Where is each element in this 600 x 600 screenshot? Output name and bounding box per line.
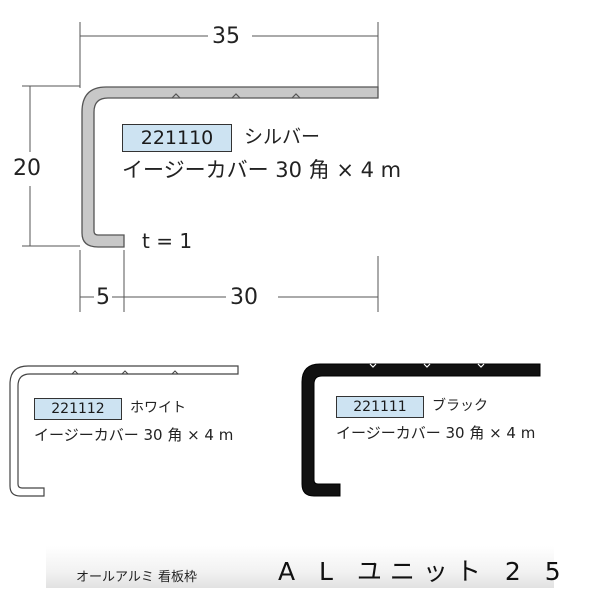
footer-title: A L ユニット 2 5 bbox=[278, 557, 569, 586]
white-profile bbox=[9, 365, 239, 497]
footer-band bbox=[46, 546, 554, 588]
product-code-black: 221111 bbox=[336, 396, 424, 418]
thickness-label: t = 1 bbox=[142, 229, 193, 253]
silver-grooves bbox=[171, 93, 301, 99]
dim-lip-label: 5 bbox=[96, 285, 110, 310]
black-grooves bbox=[369, 363, 485, 368]
silver-profile bbox=[81, 86, 379, 248]
color-name-black: ブラック bbox=[432, 398, 488, 414]
description-black: イージーカバー 30 角 × 4 m bbox=[336, 424, 536, 442]
description-white: イージーカバー 30 角 × 4 m bbox=[34, 426, 234, 444]
black-profile bbox=[301, 363, 541, 497]
description-silver: イージーカバー 30 角 × 4 m bbox=[122, 158, 402, 182]
dim-height-label: 20 bbox=[13, 156, 41, 181]
product-code-white: 221112 bbox=[34, 398, 122, 420]
footer-subtitle: オールアルミ 看板枠 bbox=[76, 570, 198, 585]
dimension-lines bbox=[22, 22, 379, 312]
color-name-silver: シルバー bbox=[244, 126, 321, 148]
color-name-white: ホワイト bbox=[130, 400, 186, 416]
product-code-silver: 221110 bbox=[122, 124, 232, 152]
white-grooves bbox=[71, 370, 179, 375]
dim-inner-label: 30 bbox=[230, 285, 258, 310]
dim-width-label: 35 bbox=[212, 24, 240, 49]
